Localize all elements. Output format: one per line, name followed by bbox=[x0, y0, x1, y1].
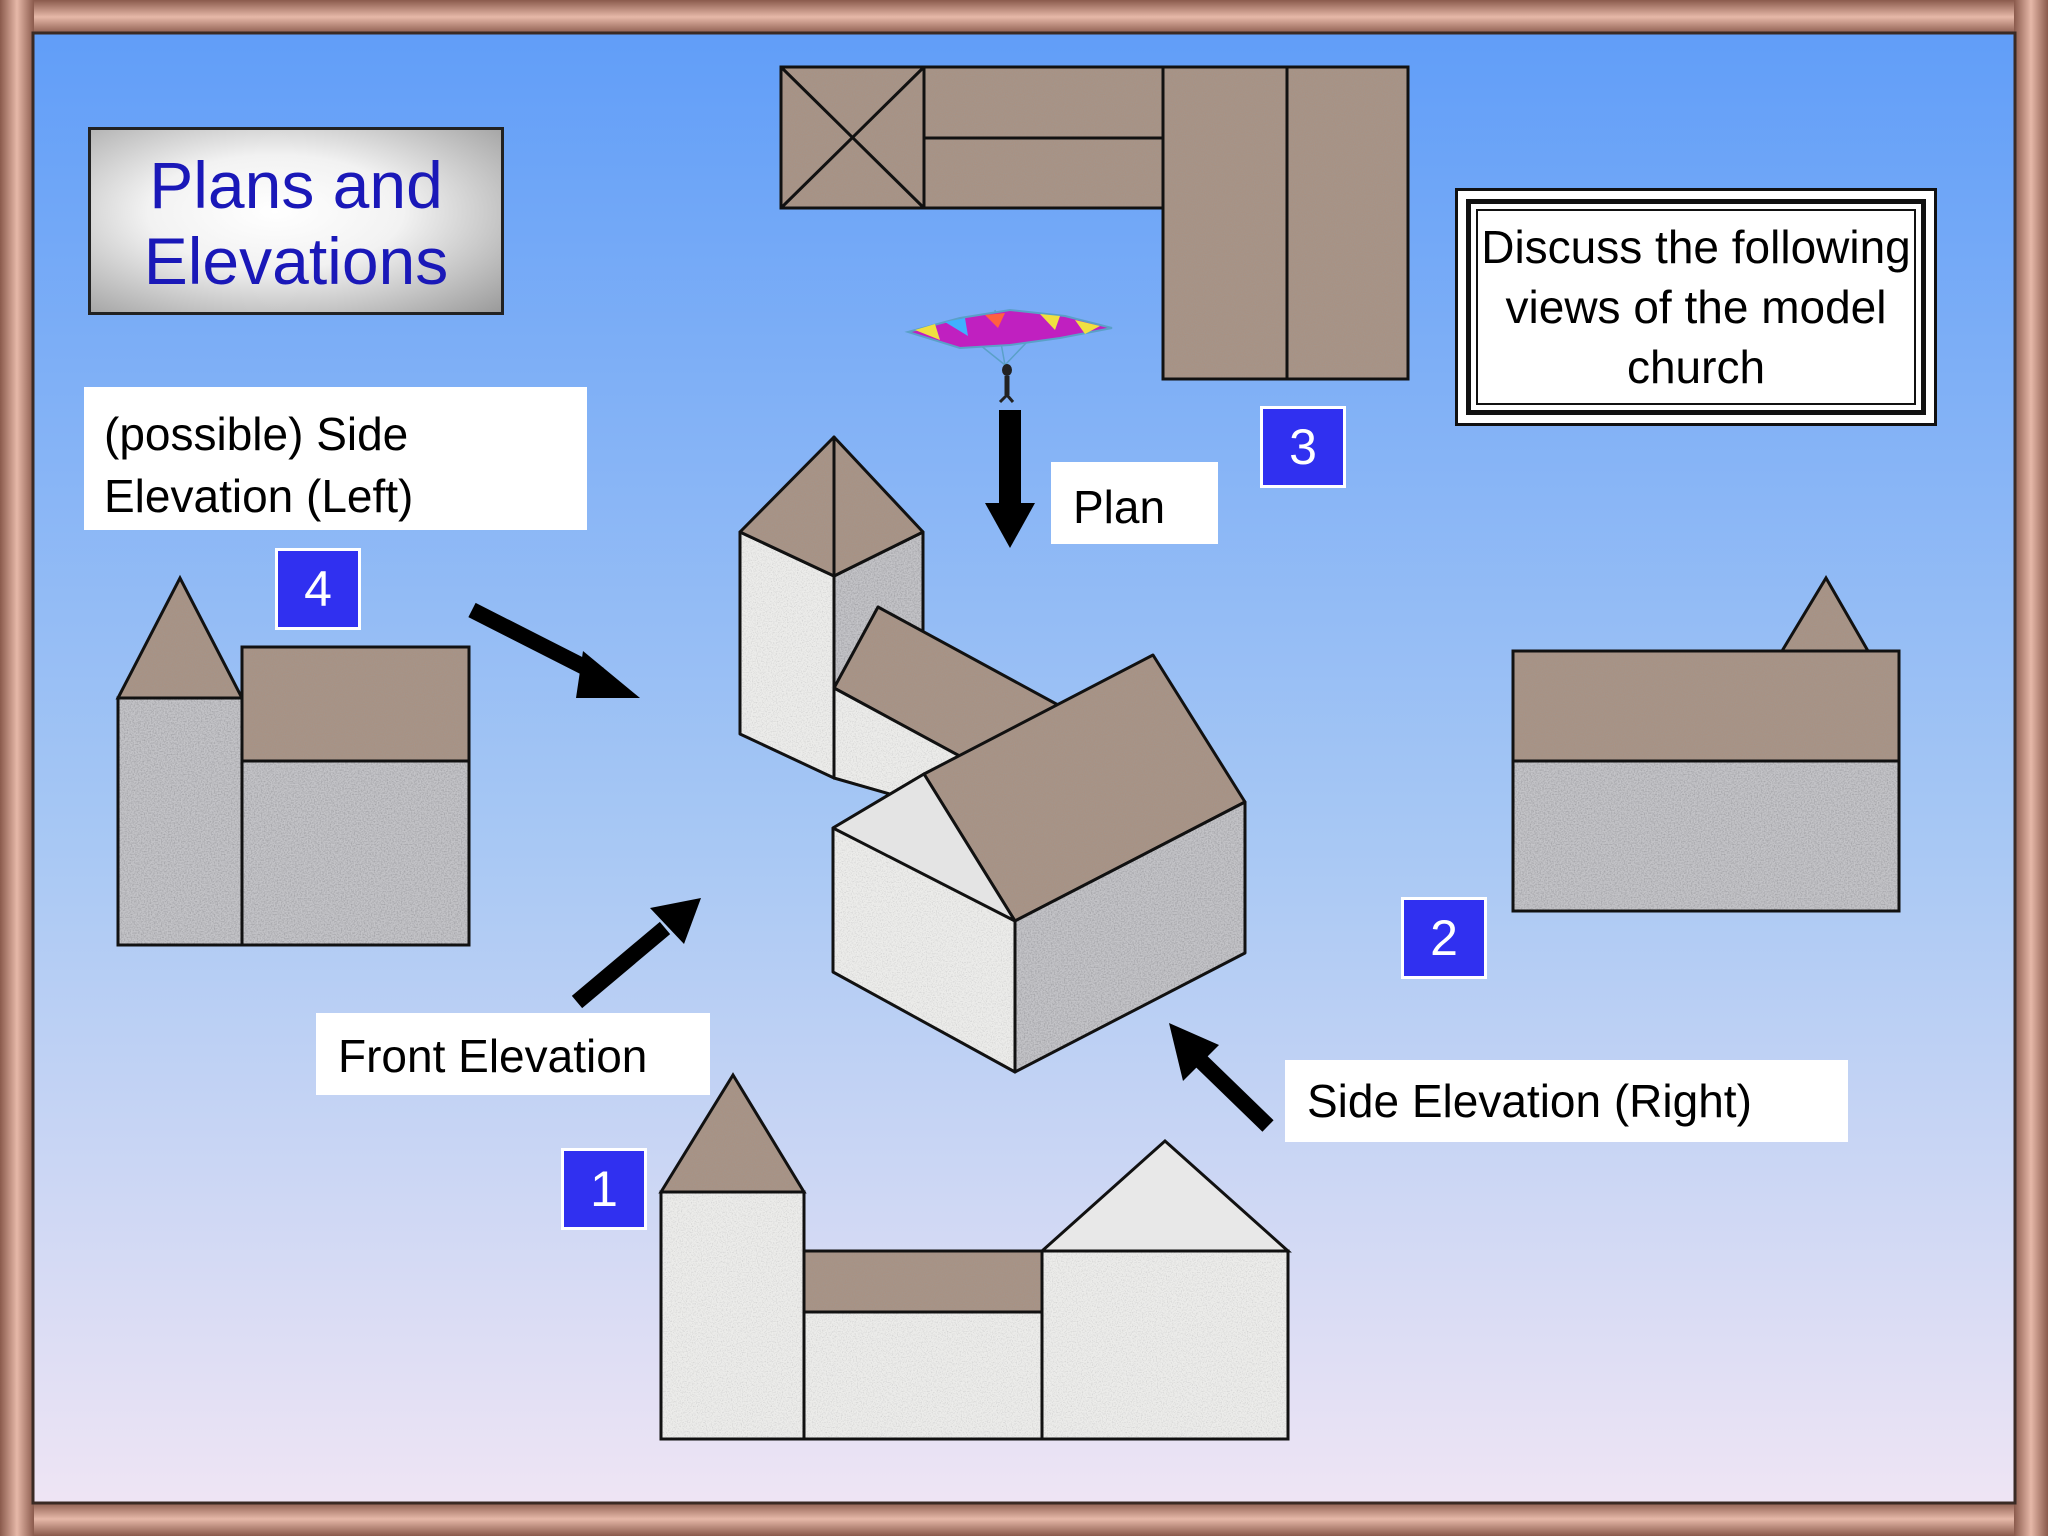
plan-arrow bbox=[985, 410, 1035, 548]
view-number-3: 3 bbox=[1260, 406, 1346, 488]
side-elevation-left-label: (possible) Side Elevation (Left) bbox=[84, 387, 587, 530]
front-elevation-label: Front Elevation bbox=[316, 1013, 710, 1095]
plan-label: Plan bbox=[1051, 462, 1218, 544]
side-elevation-left-drawing bbox=[115, 574, 471, 947]
front-arrow bbox=[571, 898, 701, 1009]
side-elevation-right-label: Side Elevation (Right) bbox=[1285, 1060, 1848, 1142]
view-number-2: 2 bbox=[1401, 897, 1487, 979]
side-right-arrow bbox=[1169, 1023, 1274, 1132]
slide-title: Plans and Elevations bbox=[88, 127, 504, 315]
view-number-1: 1 bbox=[561, 1148, 647, 1230]
discuss-box: Discuss the following views of the model… bbox=[1455, 188, 1937, 426]
church-3d-model bbox=[738, 435, 1247, 1074]
discuss-text: Discuss the following views of the model… bbox=[1476, 209, 1916, 405]
plan-view-drawing bbox=[779, 65, 1410, 381]
side-elevation-right-drawing bbox=[1511, 575, 1901, 913]
front-elevation-drawing bbox=[658, 1072, 1292, 1441]
hang-glider-icon bbox=[904, 308, 1113, 404]
side-left-arrow bbox=[468, 602, 640, 698]
view-number-4: 4 bbox=[275, 548, 361, 630]
